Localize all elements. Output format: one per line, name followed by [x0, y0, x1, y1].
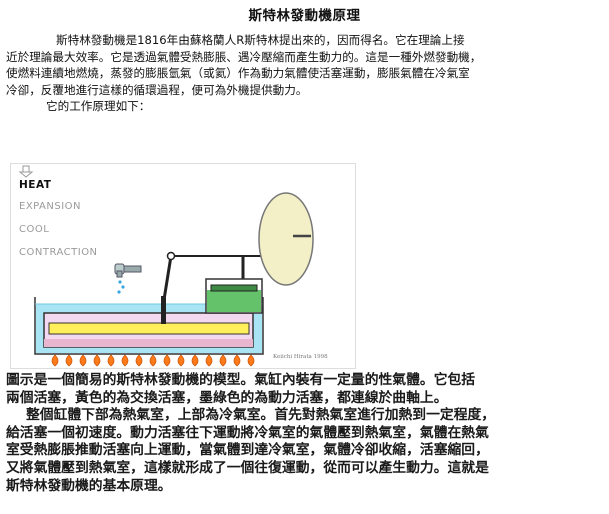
flame-icon: [51, 354, 59, 367]
flame-icon: [107, 354, 115, 367]
page-title: 斯特林發動機原理: [248, 8, 361, 24]
flame-icon: [205, 354, 213, 367]
flywheel: [258, 192, 314, 286]
intro-line: 冷卻，反覆地進行這樣的循環過程，便可為外機提供動力。: [6, 82, 308, 97]
explanation-line: 又將氣體壓到熱氣室，這樣就形成了一個往復運動，從而可以產生動力。這就是: [6, 459, 489, 476]
explanation-line: 圖示是一個簡易的斯特林發動機的模型。氣缸內裝有一定量的性氣體。它包括: [6, 372, 476, 388]
explanation-line: 斯特林發動機的基本原理。: [6, 477, 172, 494]
explanation-line: 室受熱膨脹推動活塞向上運動，當氣體到達冷氣室，氣體冷卻收縮，活塞縮回，: [6, 442, 489, 459]
intro-paragraph: 斯特林發動機是1816年由蘇格蘭人R斯特林提出來的，因而得名。它在理論上接 近於…: [6, 32, 604, 115]
power-piston: [210, 284, 258, 292]
label-cool: COOL: [19, 224, 50, 235]
intro-line: 斯特林發動機是1816年由蘇格蘭人R斯特林提出來的，因而得名。它在理論上接: [56, 33, 465, 47]
explanation-line: 整個缸體下部為熱氣室，上部為冷氣室。首先對熱氣室進行加熱到一定程度，: [26, 407, 496, 424]
label-expansion: EXPANSION: [19, 201, 82, 212]
intro-line: 使燃料連續地燃燒，蒸發的膨脹氫氣（或氦）作為動力氣體使活塞運動，膨脹氣體在冷氣室: [6, 66, 470, 81]
explanation-line: 給活塞一個初速度。動力活塞往下運動將冷氣室的氣體壓到熱氣室，氣體在熱氣: [6, 424, 489, 441]
arrow-down-icon: [18, 165, 34, 178]
label-heat: HEAT: [19, 179, 52, 191]
intro-line: 近於理論最大效率。它是透過氣體受熱膨脹、遇冷壓縮而產生動力的。這是一種外燃發動機…: [6, 49, 482, 64]
explanation-paragraph: 圖示是一個簡易的斯特林發動機的模型。氣缸內裝有一定量的性氣體。它包括 兩個活塞，…: [6, 372, 604, 495]
stirling-engine-diagram: HEAT EXPANSION COOL CONTRACTION Keiichi …: [10, 163, 356, 369]
flame-icon: [177, 354, 185, 367]
engine-illustration: [18, 165, 314, 367]
flame-icon: [149, 354, 157, 367]
power-cylinder: [205, 278, 263, 314]
flame-icon: [163, 354, 171, 367]
burner-flames: [51, 354, 255, 367]
flame-icon: [191, 354, 199, 367]
intro-line: 它的工作原理如下：: [46, 99, 151, 114]
flame-icon: [219, 354, 227, 367]
explanation-line: 兩個活塞，黃色的為交換活塞，墨綠色的為動力活塞，都連線於曲軸上。: [6, 389, 448, 406]
flame-icon: [65, 354, 73, 367]
displacer-rod: [161, 296, 166, 324]
flame-icon: [233, 354, 241, 367]
flame-icon: [79, 354, 87, 367]
figure-credit: Keiichi Hirata 1998: [273, 354, 328, 360]
displacer-piston: [48, 322, 250, 335]
flame-icon: [93, 354, 101, 367]
flame-icon: [135, 354, 143, 367]
label-contraction: CONTRACTION: [19, 247, 98, 258]
flame-icon: [247, 354, 255, 367]
faucet-icon: [114, 263, 142, 294]
flame-icon: [121, 354, 129, 367]
